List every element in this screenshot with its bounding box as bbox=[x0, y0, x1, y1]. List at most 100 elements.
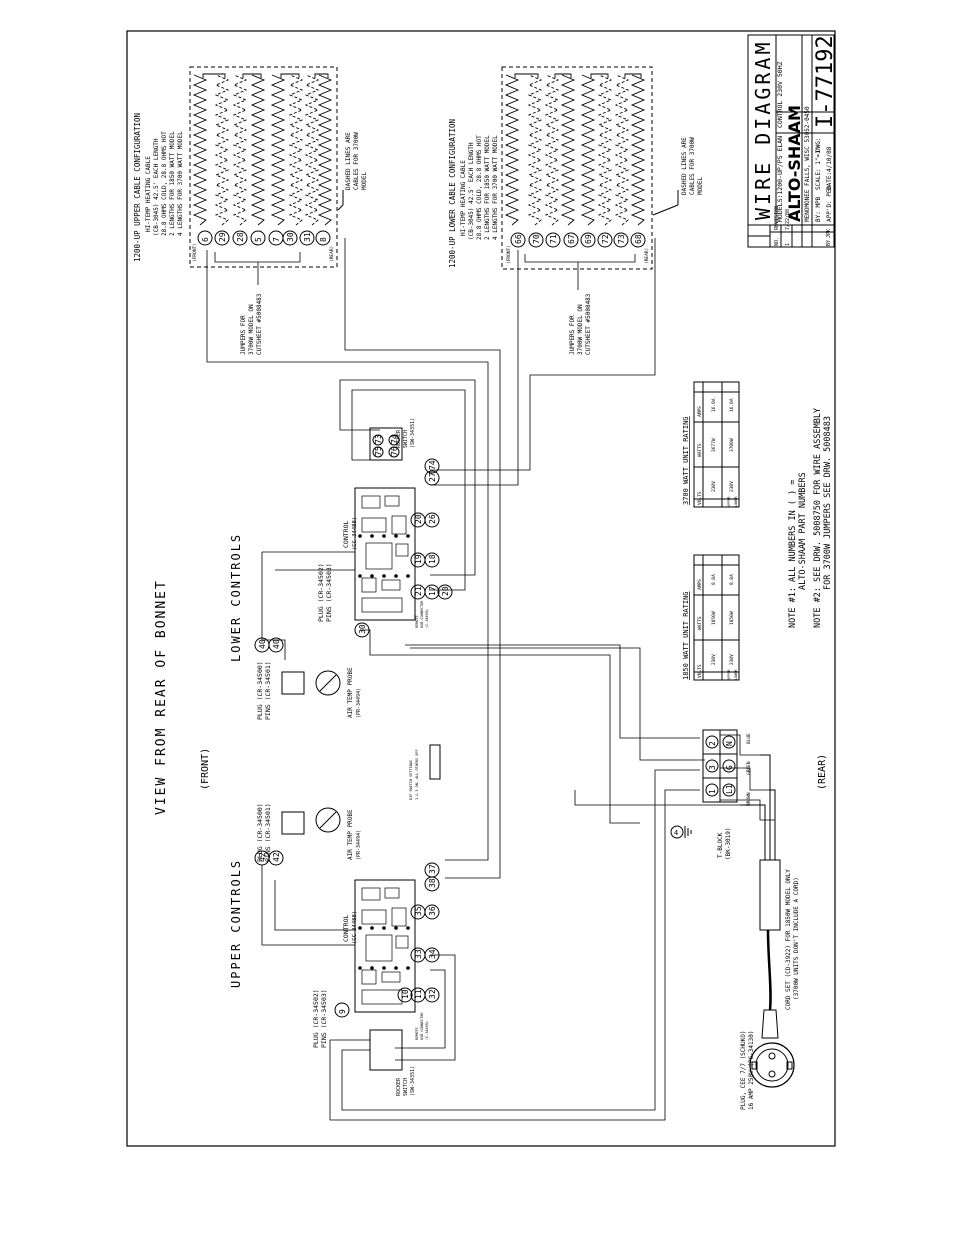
upper-cable-front-label: (FRONT) bbox=[192, 243, 198, 262]
upper-plug-pin-9: 9 bbox=[334, 1002, 350, 1018]
note-1-line-2: ALTO-SHAAM PART NUMBERS bbox=[798, 472, 808, 590]
rating-3700-r2-watts: 3700W bbox=[729, 438, 735, 452]
lower-dashed-note-1: DASHED LINES ARE bbox=[681, 137, 688, 195]
svg-text:74: 74 bbox=[428, 460, 437, 470]
svg-text:33: 33 bbox=[414, 949, 423, 959]
svg-text:69: 69 bbox=[584, 234, 593, 244]
board-component bbox=[361, 517, 387, 533]
upper-air-probe bbox=[315, 807, 341, 833]
upper-terminal-37: 37 bbox=[424, 862, 440, 878]
drawing-number: I-77192 bbox=[813, 35, 838, 128]
upper-control-label-1: CONTROL bbox=[342, 915, 350, 942]
brand-logo: ALTO-SHAAM bbox=[785, 105, 804, 222]
upper-cable-enclosure bbox=[189, 66, 338, 268]
title-models: MODELS:1200-UP/PS ELAN bbox=[776, 136, 784, 222]
upper-terminal-35: 35 bbox=[410, 904, 426, 920]
lower-cable-title: 1200-UP LOWER CABLE CONFIGURATION bbox=[448, 119, 457, 268]
svg-text:3: 3 bbox=[708, 765, 717, 770]
rating-3700-h-watts: WATTS bbox=[697, 443, 703, 457]
board-component bbox=[384, 887, 400, 899]
svg-text:29: 29 bbox=[218, 232, 227, 242]
rating-3700-r2-amps: 16.0A bbox=[729, 398, 735, 412]
heating-cable-run bbox=[232, 74, 248, 226]
board-pad bbox=[358, 574, 362, 578]
wiring bbox=[206, 238, 775, 1121]
svg-text:70: 70 bbox=[532, 234, 541, 244]
heating-cable-run bbox=[504, 74, 520, 226]
rating-1850-r2-amps: 8.0A bbox=[729, 574, 735, 585]
rev-header-no: NO. bbox=[774, 237, 780, 246]
rating-table-1850: 1850 WATT UNIT RATING VOLTS WATTS AMPS 2… bbox=[682, 554, 740, 681]
lower-jumper-note-2: 3700W MODEL ON bbox=[577, 304, 584, 355]
upper-terminal-7: 7 bbox=[268, 230, 284, 246]
board-component bbox=[361, 989, 403, 1005]
heating-cable-run bbox=[270, 74, 286, 226]
svg-text:74: 74 bbox=[390, 434, 399, 444]
upper-probe-plug bbox=[281, 811, 305, 835]
svg-text:35: 35 bbox=[414, 906, 423, 916]
lower-plug-label-1: PLUG (CR-34502) bbox=[317, 563, 325, 622]
tblock-terminal-2: 2 bbox=[705, 735, 719, 749]
cable-loop bbox=[554, 73, 572, 78]
rating-3700-r1-volts: 230V bbox=[711, 481, 717, 492]
title-date: DATE:4/10/08 bbox=[826, 146, 833, 190]
lower-terminal-20: 20 bbox=[410, 512, 426, 528]
ground-number: 4 bbox=[674, 829, 678, 837]
upper-terminal-8: 8 bbox=[315, 230, 331, 246]
rating-1850-h-volts: VOLTS bbox=[697, 664, 703, 678]
svg-text:30: 30 bbox=[286, 232, 295, 242]
rating-3700-r2-volts: 230V bbox=[729, 481, 735, 492]
rating-1850-side-lower: LOWER bbox=[734, 669, 738, 680]
cable-loop bbox=[202, 73, 226, 78]
upper-connector-2: USB CONNECTOR bbox=[420, 1012, 424, 1040]
heating-cable-run bbox=[214, 74, 230, 226]
svg-text:5: 5 bbox=[254, 237, 263, 242]
cord-jacket bbox=[759, 859, 781, 931]
rev-row-date: 7/22/08 bbox=[785, 209, 791, 230]
svg-text:20: 20 bbox=[414, 514, 423, 524]
rating-1850-title: 1850 WATT UNIT RATING bbox=[682, 591, 690, 680]
plug-label-1: PLUG, CEE 7/7 (SCHUKO) bbox=[740, 1031, 747, 1110]
lower-rocker-pin-75: 75 bbox=[372, 446, 384, 458]
lower-terminal-19: 19 bbox=[410, 552, 426, 568]
board-component bbox=[395, 543, 409, 557]
tblock-label-1: T-BLOCK bbox=[717, 832, 724, 858]
cable-loop bbox=[514, 73, 539, 78]
heating-cable-run bbox=[527, 74, 543, 226]
cable-loop bbox=[314, 73, 329, 78]
svg-text:8: 8 bbox=[319, 237, 328, 242]
lower-terminal-18: 18 bbox=[424, 552, 440, 568]
board-pad bbox=[382, 966, 386, 970]
wire-color-brown: BROWN bbox=[746, 792, 752, 806]
svg-text:42: 42 bbox=[272, 852, 281, 862]
rating-1850-r2-watts: 1850W bbox=[729, 611, 735, 625]
upper-terminal-6: 6 bbox=[197, 230, 213, 246]
note-2-line-2: FOR 3700W JUMPERS SEE DRW. 5008483 bbox=[823, 416, 833, 590]
svg-text:20: 20 bbox=[441, 586, 450, 596]
lower-cable-rear-label: (REAR) bbox=[644, 248, 650, 264]
board-pad bbox=[406, 574, 410, 578]
rating-3700-h-amps: AMPS bbox=[697, 406, 703, 417]
heating-cable-run bbox=[597, 74, 613, 226]
board-component bbox=[384, 495, 400, 507]
rating-3700-side-lower: LOWER bbox=[734, 496, 738, 507]
upper-terminal-32: 32 bbox=[424, 987, 440, 1003]
upper-jumper-note-3: CUTSHEET #5008483 bbox=[256, 293, 263, 355]
svg-text:34: 34 bbox=[428, 949, 437, 959]
lower-terminal-72: 72 bbox=[597, 232, 613, 248]
lower-control-board-detail bbox=[358, 495, 410, 613]
lower-cable-line-2: (CB-3045) 42.5' EACH LENGTH bbox=[468, 142, 475, 240]
lower-connector-3: (C-34499) bbox=[425, 609, 429, 628]
lower-cable-enclosure bbox=[501, 66, 653, 270]
upper-controls-section: PLUG (CR-34500) PINS (CR-34501) AIR TEMP… bbox=[254, 803, 440, 1096]
lower-rocker-label-3: (SW-34351) bbox=[410, 418, 416, 448]
tblock-label-2: (BK-3019) bbox=[725, 827, 732, 860]
upper-probe-label-2: (PR-34494) bbox=[356, 830, 362, 860]
svg-text:26: 26 bbox=[428, 514, 437, 524]
note-2-line-1: NOTE #2: SEE DRW. 5008750 FOR WIRE ASSEM… bbox=[813, 408, 823, 628]
lower-connector-1: REMOTE bbox=[415, 615, 419, 628]
lower-connector-2: USB CONNECTOR bbox=[420, 600, 424, 628]
